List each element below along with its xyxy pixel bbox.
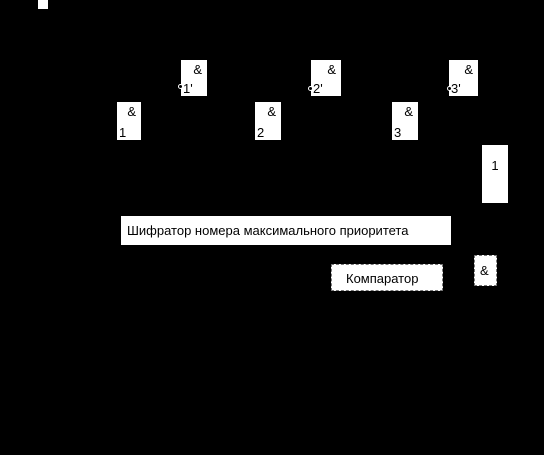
priority-encoder-block: Шифратор номера максимального приоритета — [121, 216, 451, 245]
and-gate-output: & — [474, 255, 497, 286]
and-gate-2-prime: & 2' — [311, 60, 341, 96]
and-gate-3-symbol: & — [404, 104, 413, 119]
and-gate-1-symbol: & — [127, 104, 136, 119]
and-gate-3-label: 3 — [394, 125, 402, 140]
and-gate-1-prime-label: 1' — [183, 81, 193, 96]
inverter-dot-3-prime — [447, 86, 452, 91]
and-gate-2: & 2 — [255, 102, 281, 140]
and-gate-3-prime-symbol: & — [464, 62, 473, 77]
and-gate-3-prime: & 3' — [449, 60, 478, 96]
and-gate-3: & 3 — [392, 102, 418, 140]
comparator-block: Компаратор — [331, 264, 443, 291]
and-gate-1-prime-symbol: & — [193, 62, 202, 77]
and-gate-1-prime: & 1' — [181, 60, 207, 96]
priority-encoder-label: Шифратор номера максимального приоритета — [127, 223, 409, 238]
and-gate-1-label: 1 — [119, 125, 127, 140]
and-gate-output-symbol: & — [480, 263, 489, 278]
or-gate: 1 — [482, 145, 508, 203]
and-gate-2-symbol: & — [267, 104, 276, 119]
and-gate-1: & 1 — [117, 102, 141, 140]
comparator-label: Компаратор — [346, 271, 419, 286]
inverter-dot-2-prime — [308, 86, 313, 91]
corner-marker — [38, 0, 48, 9]
or-gate-symbol: 1 — [491, 158, 499, 173]
inverter-dot-1-prime — [178, 84, 183, 89]
and-gate-2-prime-label: 2' — [313, 81, 323, 96]
and-gate-2-prime-symbol: & — [327, 62, 336, 77]
and-gate-2-label: 2 — [257, 125, 265, 140]
and-gate-3-prime-label: 3' — [451, 81, 461, 96]
